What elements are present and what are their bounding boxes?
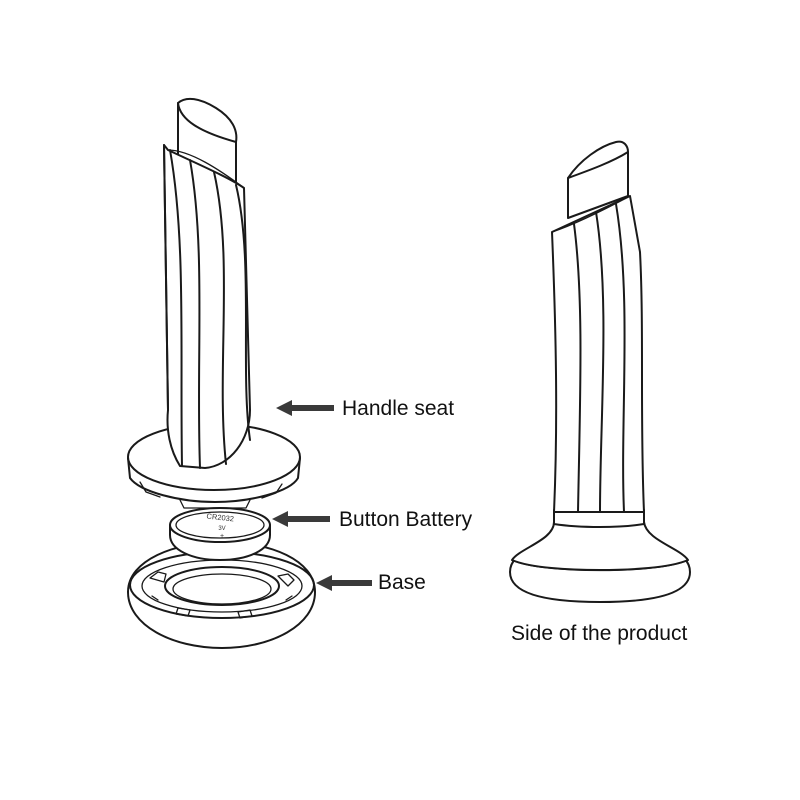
base-label: Base [378, 571, 426, 594]
arrow-handle-seat [276, 400, 334, 416]
battery-polarity-text: + [220, 533, 224, 540]
battery-voltage-text: 3V [218, 526, 225, 532]
battery-model-text: CR2032 [206, 512, 234, 524]
arrow-button-battery [272, 511, 330, 527]
handle-body [163, 97, 251, 469]
button-battery-label: Button Battery [339, 508, 473, 531]
arrow-base [316, 575, 372, 591]
side-view-product [509, 140, 691, 603]
handle-seat-label: Handle seat [342, 397, 455, 420]
button-battery-component: CR2032 3V + [169, 507, 271, 561]
base-component [127, 541, 316, 649]
side-of-product-label: Side of the product [511, 622, 688, 645]
